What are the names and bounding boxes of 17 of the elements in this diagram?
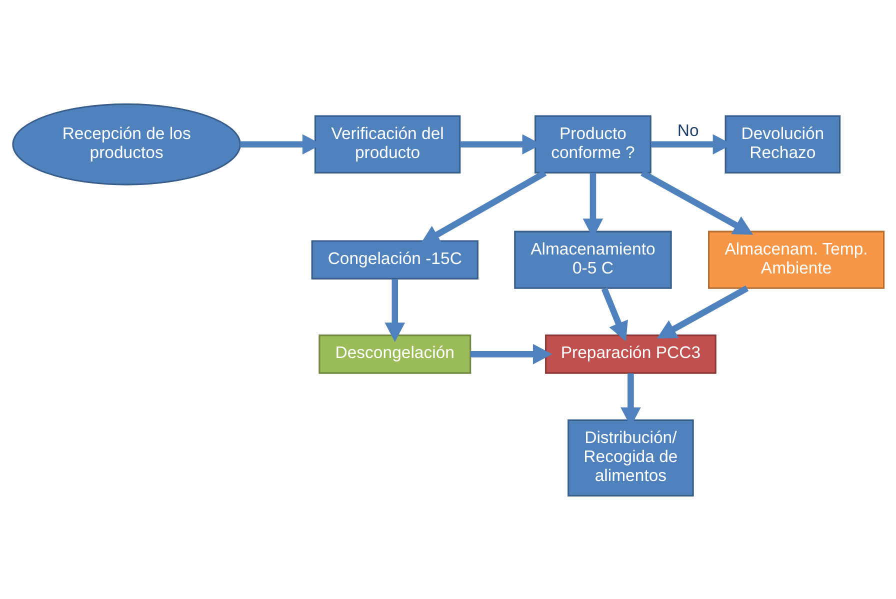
node-box: Preparación PCC3 <box>544 334 716 374</box>
node-box: Descongelación <box>318 334 471 374</box>
arrow <box>384 278 405 342</box>
node-ellipse: Recepción de los productos <box>12 102 240 185</box>
edge-label: No <box>676 120 698 140</box>
node-box: Verificación del producto <box>314 114 460 173</box>
node-box: Producto conforme ? <box>534 114 651 173</box>
arrow <box>470 344 552 364</box>
node-box: Almacenamiento 0-5 C <box>514 230 672 288</box>
node-box: Almacenam. Temp. Ambiente <box>708 230 884 288</box>
node-box: Distribución/ Recogida de alimentos <box>567 418 694 496</box>
arrow <box>600 286 628 341</box>
arrow <box>420 170 546 244</box>
arrow <box>656 285 748 338</box>
node-box: Devolución Rechazo <box>724 114 840 173</box>
arrow <box>640 170 753 234</box>
node-box: Congelación -15C <box>310 240 478 279</box>
